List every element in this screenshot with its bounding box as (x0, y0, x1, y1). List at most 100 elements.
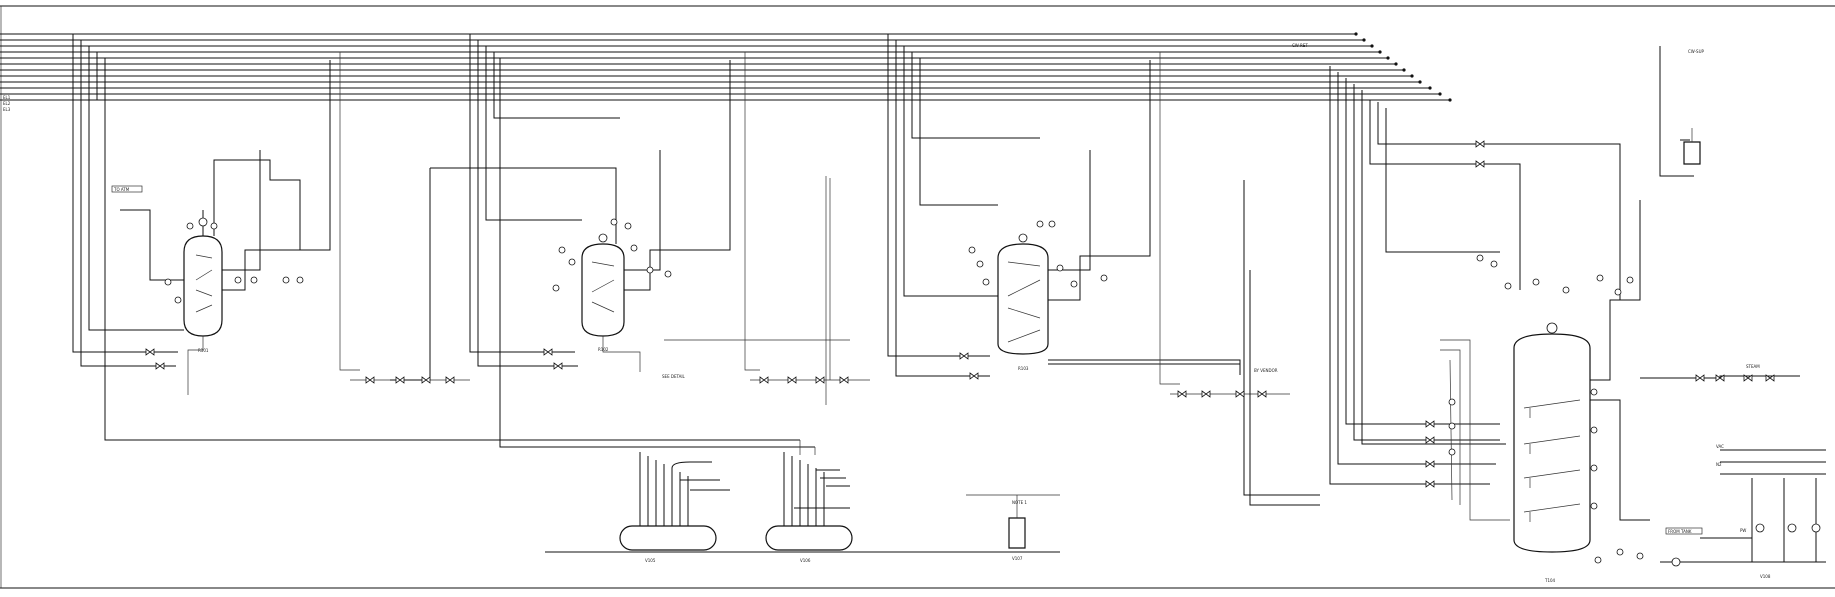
valve-symbol (759, 376, 769, 384)
header-end (1448, 98, 1452, 102)
instrument-bubble (1616, 548, 1624, 556)
drawing-note: SEE DETAIL (662, 374, 686, 379)
valve-symbol (1201, 390, 1211, 398)
instrument-bubble (630, 244, 638, 252)
instrument-bubble (1562, 286, 1570, 294)
drawing-notes: SEE DETAIL BY VENDOR NOTE 1 (662, 368, 1278, 505)
valve-symbols[interactable] (145, 140, 1775, 488)
instrument-bubble (968, 246, 976, 254)
instrument-bubble (296, 276, 304, 284)
header-end (1438, 92, 1442, 96)
instrument-bubble (1590, 502, 1598, 510)
pot-v107[interactable]: V107 (966, 494, 1060, 561)
instrument-bubble (1448, 422, 1456, 430)
vent-pot[interactable] (1683, 128, 1701, 165)
valve-symbol (365, 376, 375, 384)
instrument-bubble (234, 276, 242, 284)
valve-symbol (395, 376, 405, 384)
header-end (1370, 44, 1374, 48)
instrument-bubble (250, 276, 258, 284)
header-end (1428, 86, 1432, 90)
header-end (1402, 68, 1406, 72)
line-label: N2 (1716, 462, 1722, 467)
valve-symbol (421, 376, 431, 384)
instrument-bubble (1490, 260, 1498, 268)
drawing-note: BY VENDOR (1254, 368, 1278, 373)
valve-symbol (1257, 390, 1267, 398)
header-labels: EL1 EL2 EL3 (3, 95, 11, 112)
valve-symbol (445, 376, 455, 384)
valve-symbol (1765, 374, 1775, 382)
instrument-bubble (1596, 274, 1604, 282)
line-label: CW-SUP (1688, 49, 1704, 54)
line-label: CW-RET (1292, 43, 1308, 48)
line-label: STEAM (1746, 364, 1760, 369)
valve-symbol (145, 348, 155, 356)
line-label: PW (1740, 528, 1746, 533)
valve-symbol (1177, 390, 1187, 398)
instrument-bubble (186, 222, 194, 230)
instrument-bubble (1036, 220, 1044, 228)
instrument-bubble (664, 270, 672, 278)
valve-symbol (1695, 374, 1705, 382)
valve-symbol (155, 362, 165, 370)
line-label: TO ATM (113, 187, 130, 192)
instrument-bubble (1476, 254, 1484, 262)
valve-symbol (969, 372, 979, 380)
instrument-bubble (568, 258, 576, 266)
valve-symbol (1425, 420, 1435, 428)
vessel-tag: V106 (800, 558, 811, 563)
instrument-symbols[interactable] (164, 218, 1644, 564)
instrument-bubble (1504, 282, 1512, 290)
valve-symbol (1743, 374, 1753, 382)
reactor-r103[interactable]: R103 (997, 233, 1049, 371)
drawing-note: NOTE 1 (1012, 500, 1027, 505)
drum-v106[interactable]: V106 (765, 525, 853, 563)
header-end (1410, 74, 1414, 78)
reactor-r101[interactable]: R101 (183, 210, 223, 353)
header-end (1362, 38, 1366, 42)
instrument-bubble (610, 218, 618, 226)
instrument-bubble (1532, 278, 1540, 286)
valve-symbol (543, 348, 553, 356)
instrument-bubble (164, 278, 172, 286)
instrument-bubble (174, 296, 182, 304)
vessel-tag: R101 (198, 348, 209, 353)
instrument-bubble (1048, 220, 1056, 228)
pump-station[interactable]: V108 (1660, 449, 1826, 579)
valve-symbol (1475, 140, 1485, 148)
instrument-bubble (1594, 556, 1602, 564)
header-end (1386, 56, 1390, 60)
drum-v105-v106-piping (545, 452, 1060, 553)
instrument-bubble (1590, 426, 1598, 434)
instrument-bubble (282, 276, 290, 284)
instrument-bubble (1636, 552, 1644, 560)
valve-symbol (787, 376, 797, 384)
valve-symbol (959, 352, 969, 360)
instrument-bubble (982, 278, 990, 286)
instrument-bubble (976, 260, 984, 268)
drum-v105[interactable]: V105 (619, 525, 717, 563)
instrument-bubble (1448, 398, 1456, 406)
drawing-frame (0, 5, 1835, 589)
instrument-bubble (624, 222, 632, 230)
valve-symbol (1425, 436, 1435, 444)
valve-symbol (1235, 390, 1245, 398)
valve-symbol (1475, 160, 1485, 168)
line-label: FROM TANK (1668, 529, 1692, 534)
valve-symbol (1715, 374, 1725, 382)
tank-t104[interactable]: T104 (1513, 322, 1591, 583)
header-end (1418, 80, 1422, 84)
valve-symbol (1425, 460, 1435, 468)
instrument-bubble (1448, 448, 1456, 456)
reactor-r103-piping (799, 34, 1290, 455)
header-end (1354, 32, 1358, 36)
vessel-tag: R102 (598, 347, 609, 352)
instrument-bubble (646, 266, 654, 274)
instrument-bubble (1614, 288, 1622, 296)
reactor-r102[interactable]: R102 (581, 233, 625, 352)
tank-t104-piping (1243, 46, 1800, 521)
vessel-tag: V107 (1012, 556, 1023, 561)
vessel-tag: V108 (1760, 574, 1771, 579)
